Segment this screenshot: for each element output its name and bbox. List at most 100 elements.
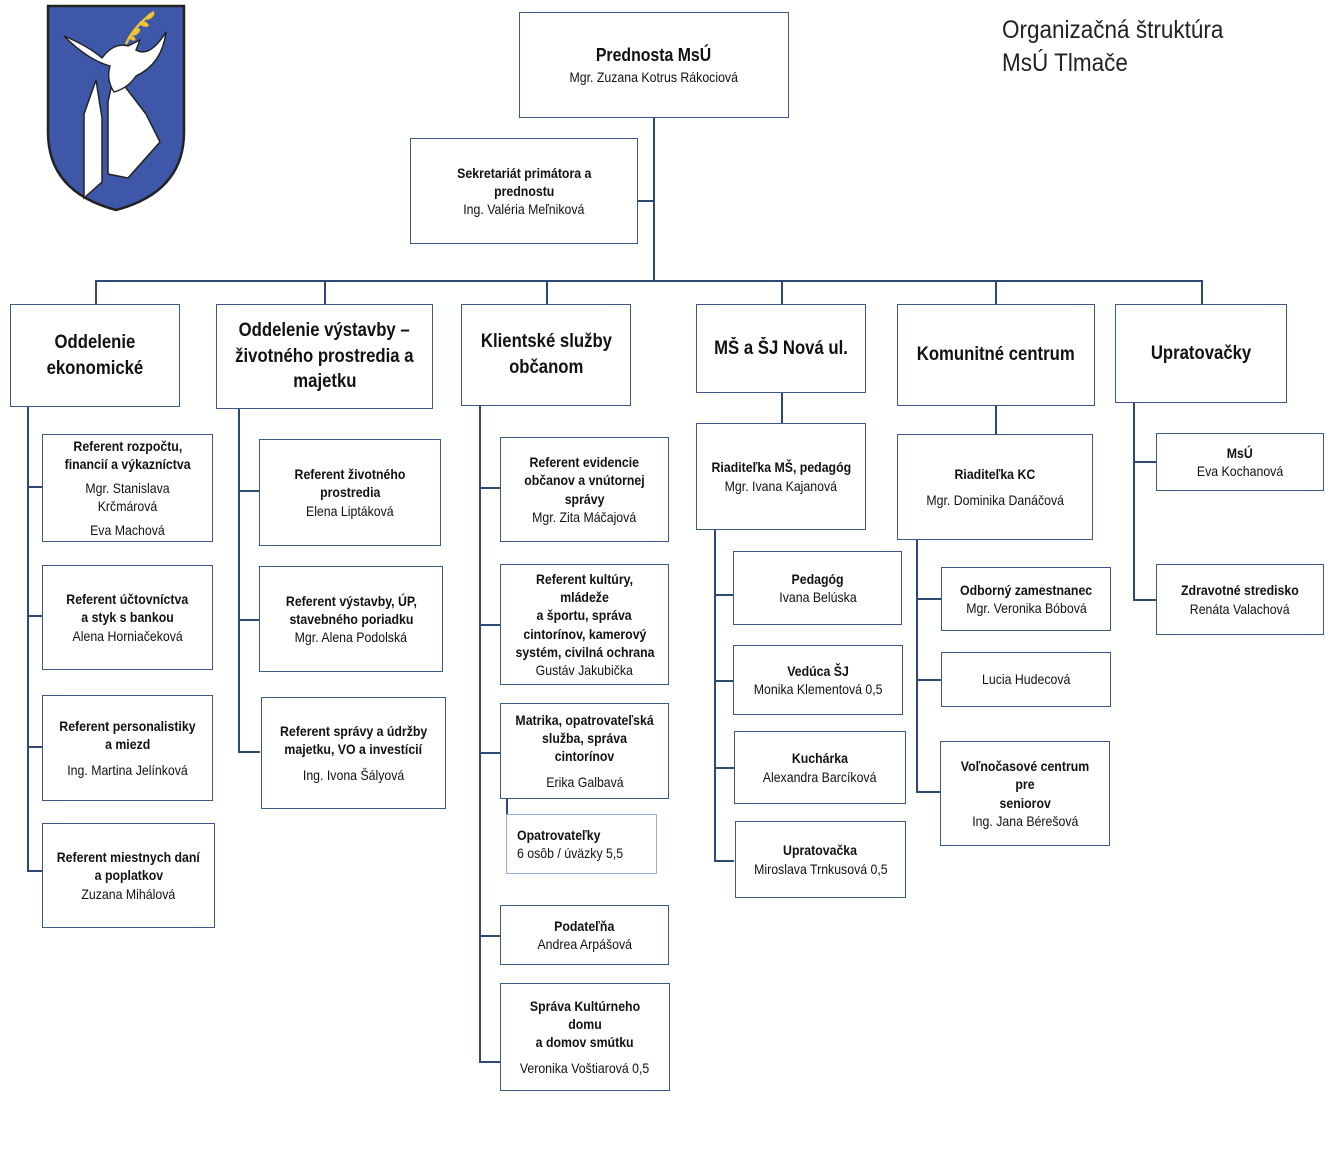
unit-title: Referent účtovníctva <box>66 591 189 608</box>
unit-person: Mgr. Veronika Bóbová <box>965 600 1087 616</box>
connector-line <box>546 280 548 304</box>
unit-person: Alexandra Barcíková <box>763 768 877 785</box>
department-title: Komunitné centrum <box>917 344 1075 366</box>
unit-box: Referent kultúry, mládeže a športu, sprá… <box>500 564 669 685</box>
unit-title: Referent evidencie <box>529 454 640 471</box>
unit-person: Ing. Martina Jelínková <box>67 762 188 779</box>
unit-title: a styk s bankou <box>81 609 174 626</box>
box-person: Ing. Valéria Meľniková <box>463 201 585 218</box>
connector-line <box>916 679 942 681</box>
connector-line <box>714 530 716 860</box>
department-title: MŠ a ŠJ Nová ul. <box>714 337 848 359</box>
connector-line <box>27 486 43 488</box>
unit-box: Referent správy a údržby majetku, VO a i… <box>261 697 446 809</box>
lead-person: Mgr. Ivana Kajanová <box>724 477 838 494</box>
unit-person: Eva Machová <box>90 521 165 538</box>
document-title-line: Organizačná štruktúra <box>1002 16 1224 44</box>
connector-line <box>479 487 501 489</box>
unit-title: financií a výkazníctva <box>64 456 191 473</box>
connector-line <box>479 752 501 754</box>
connector-line <box>238 409 240 751</box>
unit-title: Správa Kultúrneho domu <box>529 997 641 1032</box>
unit-box: Referent životného prostredia Elena Lipt… <box>259 439 441 546</box>
unit-person: Veronika Voštiarová 0,5 <box>520 1060 650 1077</box>
lead-title: Riaditeľka MŠ, pedagóg <box>711 459 851 476</box>
department-box: MŠ a ŠJ Nová ul. <box>696 304 866 393</box>
connector-line <box>995 280 997 304</box>
connector-line <box>238 490 260 492</box>
unit-person: Mgr. Zita Máčajová <box>532 508 637 525</box>
unit-box: Opatrovateľky 6 osôb / úväzky 5,5 <box>506 814 657 874</box>
unit-title: Voľnočasové centrum pre <box>960 758 1090 793</box>
lead-title: Riaditeľka KC <box>954 465 1036 482</box>
connector-line <box>1133 599 1157 601</box>
unit-person: Andrea Arpášová <box>537 936 632 952</box>
unit-title: občanov a vnútornej <box>524 472 645 489</box>
unit-person: Mgr. Stanislava Krčmárová <box>85 479 170 515</box>
department-title: Upratovačky <box>1150 342 1252 364</box>
unit-title: a poplatkov <box>94 867 163 884</box>
unit-person: Eva Kochanová <box>1196 463 1284 479</box>
box-person: Mgr. Zuzana Kotrus Rákociová <box>569 68 739 85</box>
document-title: Organizačná štruktúra MsÚ Tlmače <box>1002 14 1223 79</box>
coat-of-arms-icon <box>46 4 186 212</box>
connector-line <box>916 540 918 791</box>
lead-box: Riaditeľka MŠ, pedagóg Mgr. Ivana Kajano… <box>696 423 866 530</box>
connector-line <box>1201 280 1203 304</box>
head-office-box: Prednosta MsÚ Mgr. Zuzana Kotrus Rákocio… <box>519 12 789 118</box>
connector-line <box>95 280 97 304</box>
unit-person: Miroslava Trnkusová 0,5 <box>753 860 888 877</box>
unit-box: Matrika, opatrovateľská služba, správa c… <box>500 703 669 799</box>
unit-title: seniorov <box>999 794 1051 811</box>
unit-box: Voľnočasové centrum pre seniorov Ing. Ja… <box>940 741 1110 846</box>
department-title: životného prostredia a <box>235 345 414 367</box>
unit-title: Referent správy a údržby <box>279 722 428 739</box>
unit-box: Podateľňa Andrea Arpášová <box>500 905 669 965</box>
unit-person: Mgr. Alena Podolská <box>294 629 408 646</box>
unit-person: Alena Horniačeková <box>72 627 183 644</box>
unit-title: Upratovačka <box>783 842 858 859</box>
unit-box: MsÚ Eva Kochanová <box>1156 433 1324 491</box>
unit-box: Zdravotné stredisko Renáta Valachová <box>1156 564 1324 635</box>
box-title: prednostu <box>493 182 555 199</box>
unit-box: Pedagóg Ivana Belúska <box>733 551 902 625</box>
unit-title: Referent kultúry, mládeže <box>536 570 633 606</box>
unit-box: Kuchárka Alexandra Barcíková <box>734 731 906 804</box>
unit-box: Referent účtovníctva a styk s bankou Ale… <box>42 565 213 670</box>
unit-title: Opatrovateľky <box>517 826 601 843</box>
secretariat-box: Sekretariát primátora a prednostu Ing. V… <box>410 138 638 244</box>
department-title: ekonomické <box>46 357 144 379</box>
unit-person: Elena Liptáková <box>306 502 394 519</box>
unit-title: a domov smútku <box>536 1034 634 1050</box>
connector-line <box>27 615 43 617</box>
unit-person: Erika Galbavá <box>545 774 624 791</box>
department-box: Komunitné centrum <box>897 304 1095 406</box>
unit-box: Referent výstavby, ÚP, stavebného poriad… <box>259 566 443 672</box>
unit-title: Kuchárka <box>791 750 849 767</box>
connector-line <box>638 200 654 202</box>
connector-line <box>238 619 260 621</box>
department-title: Oddelenie <box>54 331 136 353</box>
connector-line <box>714 860 734 862</box>
connector-line <box>995 406 997 434</box>
connector-line <box>653 118 655 280</box>
unit-title: stavebného poriadku <box>289 610 413 627</box>
lead-box: Riaditeľka KC Mgr. Dominika Danáčová <box>897 434 1093 540</box>
unit-title: Referent výstavby, ÚP, <box>285 592 417 609</box>
unit-title: Zdravotné stredisko <box>1181 582 1299 599</box>
document-title-line: MsÚ Tlmače <box>1002 48 1128 77</box>
unit-title: Referent miestnych daní <box>56 849 201 866</box>
unit-title: MsÚ <box>1226 444 1254 461</box>
unit-box: Referent rozpočtu, financií a výkazníctv… <box>42 434 213 542</box>
connector-line <box>27 870 43 872</box>
connector-line <box>27 407 29 870</box>
connector-line <box>781 280 783 304</box>
connector-line <box>479 1061 501 1063</box>
connector-line <box>714 680 734 682</box>
connector-line <box>27 746 43 748</box>
unit-title: Matrika, opatrovateľská <box>515 711 654 728</box>
connector-line <box>479 624 501 626</box>
box-title: Prednosta MsÚ <box>596 45 712 66</box>
unit-person: Ing. Jana Bérešová <box>971 812 1079 829</box>
unit-title: a miezd <box>104 735 151 752</box>
